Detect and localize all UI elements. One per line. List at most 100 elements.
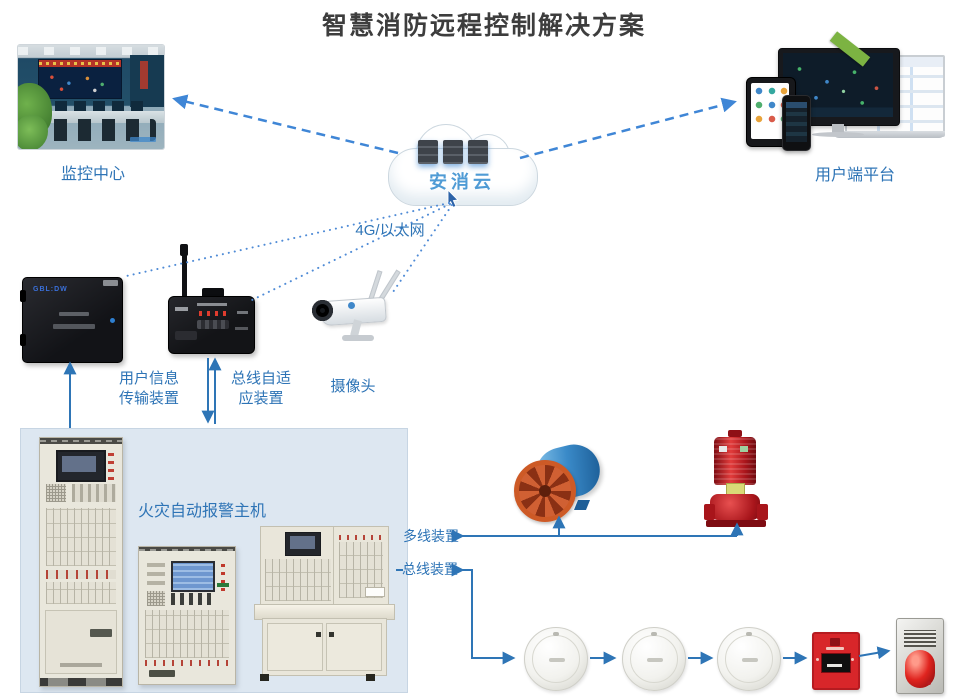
- sounder-grille: [904, 630, 936, 647]
- indicator-column: [108, 450, 114, 480]
- photo-watermark: [130, 137, 156, 142]
- monitoring-center-photo: [18, 45, 164, 149]
- door-handle: [329, 632, 334, 637]
- device-tag: [103, 280, 118, 286]
- server-icon: [468, 140, 488, 164]
- multi-line-device-label: 多线装置: [403, 528, 459, 544]
- bus-adapter-label: 总线自适 应装置: [230, 370, 291, 407]
- smoke-detector-image: [717, 627, 781, 691]
- tablet: [746, 77, 796, 147]
- equipment-wall: [130, 55, 164, 107]
- cabinet-top-strip: [139, 547, 235, 551]
- ceiling-lights: [18, 47, 164, 55]
- video-wall-banner: [39, 60, 121, 67]
- alarm-sounder-image: [896, 618, 944, 694]
- call-point-emblem: [830, 638, 840, 646]
- indicator-led: [110, 318, 115, 323]
- device-text-line: [237, 311, 248, 314]
- arrow-cloud-to-monitoring-center: [172, 94, 399, 155]
- device-text-line: [175, 307, 188, 311]
- transmission-device-label: 用户信息 传输装置: [118, 370, 179, 407]
- cabinet-top-strip: [40, 438, 122, 444]
- led-row: [199, 311, 227, 316]
- pump-volute: [710, 494, 760, 520]
- cabinet-door: [267, 623, 323, 671]
- antenna: [182, 250, 187, 300]
- monitor-stand: [832, 124, 844, 133]
- indicator-row: [145, 660, 229, 666]
- user-platform-label: 用户端平台: [814, 167, 895, 184]
- fire-host-cabinet-wall: [138, 546, 236, 685]
- smoke-detector-image: [622, 627, 686, 691]
- sounder-led: [927, 681, 931, 685]
- cursor-icon: [447, 190, 459, 208]
- pump-label: [740, 446, 748, 452]
- bus-line-device-label: 总线装置: [402, 561, 458, 577]
- operator-monitors: [36, 101, 148, 112]
- cabinet-door: [326, 623, 382, 671]
- call-point-screw: [816, 658, 819, 661]
- pump-base: [706, 520, 766, 527]
- module-block: [145, 610, 229, 658]
- arrow-call-point-to-sounder: [858, 646, 891, 660]
- cabinet-foot: [260, 674, 269, 681]
- pump-cap: [728, 430, 742, 437]
- cloud-label: 安消云: [429, 172, 495, 192]
- server-icon: [418, 140, 438, 164]
- cabinet-door: [45, 610, 117, 674]
- monitoring-center-label: 监控中心: [60, 166, 125, 183]
- module-block: [46, 582, 116, 604]
- fan-leg: [573, 500, 591, 510]
- user-platform-photo: [733, 31, 945, 151]
- detector-indicator: [746, 632, 752, 636]
- indicator-row: [339, 535, 383, 540]
- manual-call-point-image: [812, 632, 860, 690]
- fan-impeller: [514, 460, 576, 522]
- call-point-window-text: [827, 664, 842, 667]
- detector-marking: [742, 658, 758, 662]
- cabinet-screen: [56, 450, 106, 482]
- server-icon: [443, 140, 463, 164]
- transmission-device-image: GBL:DW: [20, 277, 123, 363]
- cabinet-screen-inner: [290, 536, 315, 549]
- door-label: [90, 629, 112, 637]
- smartphone-screen: [786, 102, 807, 142]
- camera-logo-dot: [348, 302, 355, 309]
- device-text-line: [59, 312, 89, 316]
- detector-marking: [549, 658, 565, 662]
- panel-divider: [333, 527, 334, 605]
- device-text-line: [53, 324, 95, 329]
- camera-label: 摄像头: [330, 378, 376, 395]
- fire-host-console: [254, 526, 395, 683]
- white-label: [365, 587, 385, 597]
- key-row: [197, 320, 229, 329]
- indicator-row: [46, 570, 116, 579]
- module-block: [265, 559, 331, 601]
- bus-line-to-detector-1: [451, 563, 516, 665]
- call-point-window: [821, 653, 851, 673]
- pump-label: [719, 446, 727, 452]
- plant-leaf: [18, 115, 48, 149]
- arrow-cloud-to-user-platform: [519, 97, 737, 160]
- cloud-icon: 安消云: [388, 124, 538, 210]
- detector-indicator: [651, 632, 657, 636]
- wall-sign: [140, 61, 148, 89]
- terminal-block: [175, 331, 197, 340]
- call-point-text-line: [826, 647, 844, 650]
- pump-motor: [714, 437, 756, 485]
- brand-label: [149, 670, 175, 677]
- door-handle: [316, 632, 321, 637]
- device-text-line: [235, 327, 248, 330]
- hinge: [20, 290, 26, 302]
- fire-alarm-host-label: 火灾自动报警主机: [137, 503, 266, 520]
- detector-marking: [647, 658, 663, 662]
- pump-flange: [757, 504, 768, 520]
- camera-lens: [312, 300, 333, 321]
- smoke-exhaust-fan-image: [512, 439, 606, 522]
- door-text-line: [60, 663, 102, 667]
- speaker-grille: [46, 484, 66, 502]
- video-wall-content: [43, 70, 117, 94]
- cabinet-base: [40, 678, 122, 686]
- fire-pump-image: [704, 430, 768, 530]
